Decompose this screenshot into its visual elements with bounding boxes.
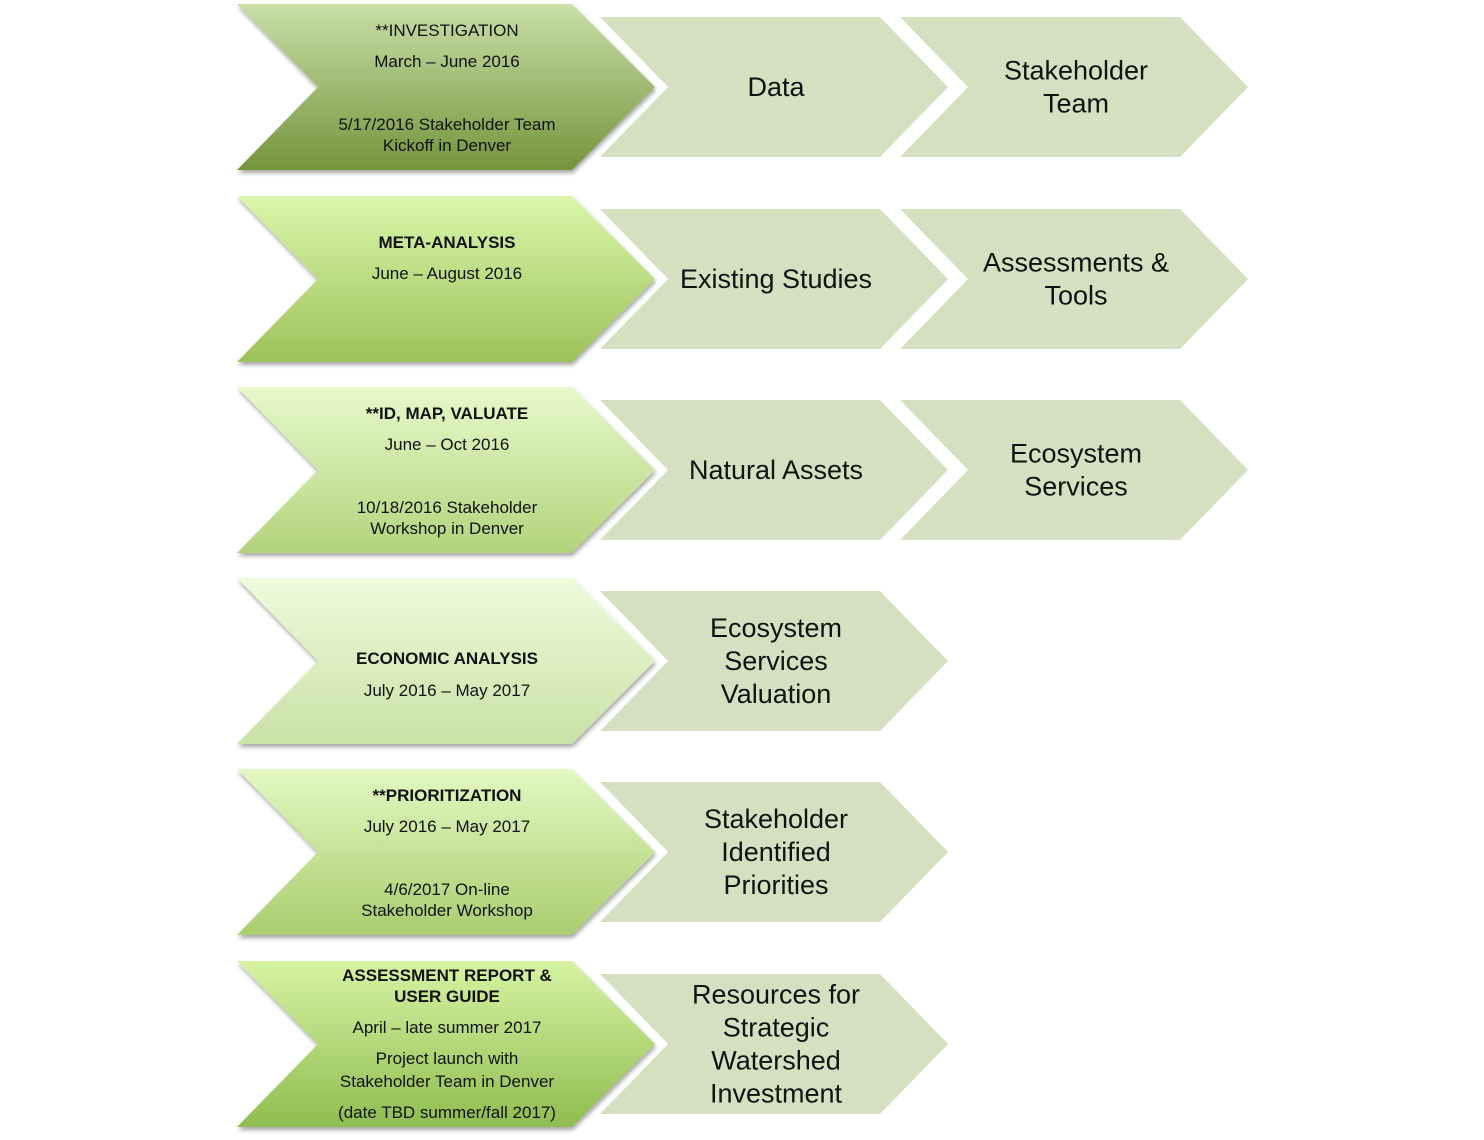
- output-label: Ecosystem: [1010, 439, 1142, 469]
- output-chevron-shape: [900, 400, 1248, 540]
- phase-detail: Stakeholder Team in Denver: [340, 1072, 555, 1091]
- phase-title: META-ANALYSIS: [379, 233, 516, 252]
- output-label: Priorities: [723, 870, 828, 900]
- phase-chevron: META-ANALYSIS June – August 2016: [220, 189, 665, 369]
- phase-chevron-shape: [237, 387, 655, 553]
- phase-chevron-shape: [237, 769, 655, 935]
- output-label: Ecosystem: [710, 613, 842, 643]
- output-chevron: Natural Assets: [600, 400, 948, 540]
- output-label: Watershed: [711, 1046, 841, 1076]
- phase-detail: Project launch with: [376, 1049, 519, 1068]
- output-label: Assessments &: [983, 248, 1169, 278]
- output-label: Team: [1043, 89, 1109, 119]
- phase-chevron-shape: [237, 196, 655, 362]
- phase-title: **ID, MAP, VALUATE: [366, 404, 528, 423]
- phase-row: StakeholderIdentifiedPriorities**PRIORIT…: [220, 762, 948, 942]
- phase-detail: July 2016 – May 2017: [364, 817, 530, 836]
- phase-chevron: ASSESSMENT REPORT & USER GUIDE April – lat…: [220, 954, 665, 1134]
- phase-detail: USER GUIDE: [394, 987, 500, 1006]
- output-chevron-shape: [600, 591, 948, 731]
- phase-chevron-shape: [237, 961, 655, 1127]
- phase-detail: June – August 2016: [372, 264, 522, 283]
- output-label: Services: [1024, 472, 1128, 502]
- phase-title: ASSESSMENT REPORT &: [342, 966, 552, 985]
- output-label: Valuation: [721, 679, 832, 709]
- output-label: Strategic: [723, 1013, 830, 1043]
- phase-chevron: **ID, MAP, VALUATE June – Oct 2016 10/18/2…: [220, 380, 665, 560]
- phase-detail: Stakeholder Workshop: [361, 901, 533, 920]
- phase-chevron-shape: [237, 4, 655, 170]
- phase-detail: (date TBD summer/fall 2017): [338, 1103, 556, 1122]
- output-chevron: Existing Studies: [600, 209, 948, 349]
- phase-detail: March – June 2016: [374, 52, 520, 71]
- phase-chevron: **INVESTIGATION March – June 2016 5/17/201…: [220, 0, 665, 177]
- output-chevron-shape: [600, 400, 948, 540]
- phase-detail: 4/6/2017 On-line: [384, 880, 510, 899]
- phase-title: ECONOMIC ANALYSIS: [356, 649, 538, 668]
- output-chevron-shape: [900, 209, 1248, 349]
- output-label: Tools: [1044, 281, 1107, 311]
- output-chevron-shape: [600, 782, 948, 922]
- phase-detail: June – Oct 2016: [385, 435, 510, 454]
- phase-detail: 5/17/2016 Stakeholder Team: [338, 115, 555, 134]
- output-chevron-shape: [900, 17, 1248, 157]
- output-label: Resources for: [692, 980, 860, 1010]
- output-chevron: Resources forStrategicWatershedInvestmen…: [600, 974, 948, 1114]
- output-label: Data: [747, 72, 805, 102]
- output-chevron: Assessments &Tools: [900, 209, 1248, 349]
- output-label: Identified: [721, 837, 831, 867]
- phase-title: **INVESTIGATION: [375, 21, 518, 40]
- output-label: Stakeholder: [1004, 56, 1148, 86]
- output-chevron-shape: [600, 974, 948, 1114]
- phase-detail: July 2016 – May 2017: [364, 681, 530, 700]
- output-label: Natural Assets: [689, 455, 863, 485]
- phase-detail: Kickoff in Denver: [383, 136, 512, 155]
- phase-title: **PRIORITIZATION: [373, 786, 522, 805]
- phase-chevron: **PRIORITIZATION July 2016 – May 2017 4/6/…: [220, 762, 665, 942]
- phase-detail: April – late summer 2017: [353, 1018, 542, 1037]
- output-chevron-shape: [600, 209, 948, 349]
- phase-row: Resources forStrategicWatershedInvestmen…: [220, 954, 948, 1134]
- output-label: Investment: [710, 1079, 843, 1109]
- output-chevron: Data: [600, 17, 948, 157]
- phase-detail: Workshop in Denver: [370, 519, 524, 538]
- output-label: Existing Studies: [680, 264, 872, 294]
- output-label: Stakeholder: [704, 804, 848, 834]
- phase-detail: 10/18/2016 Stakeholder: [357, 498, 538, 517]
- phase-chevron-shape: [237, 578, 655, 744]
- phase-chevron: ECONOMIC ANALYSIS July 2016 – May 2017: [220, 571, 665, 751]
- phase-row: Existing Studies Assessments &Tools META-A…: [220, 189, 1248, 369]
- output-chevron-shape: [600, 17, 948, 157]
- output-label: Services: [724, 646, 828, 676]
